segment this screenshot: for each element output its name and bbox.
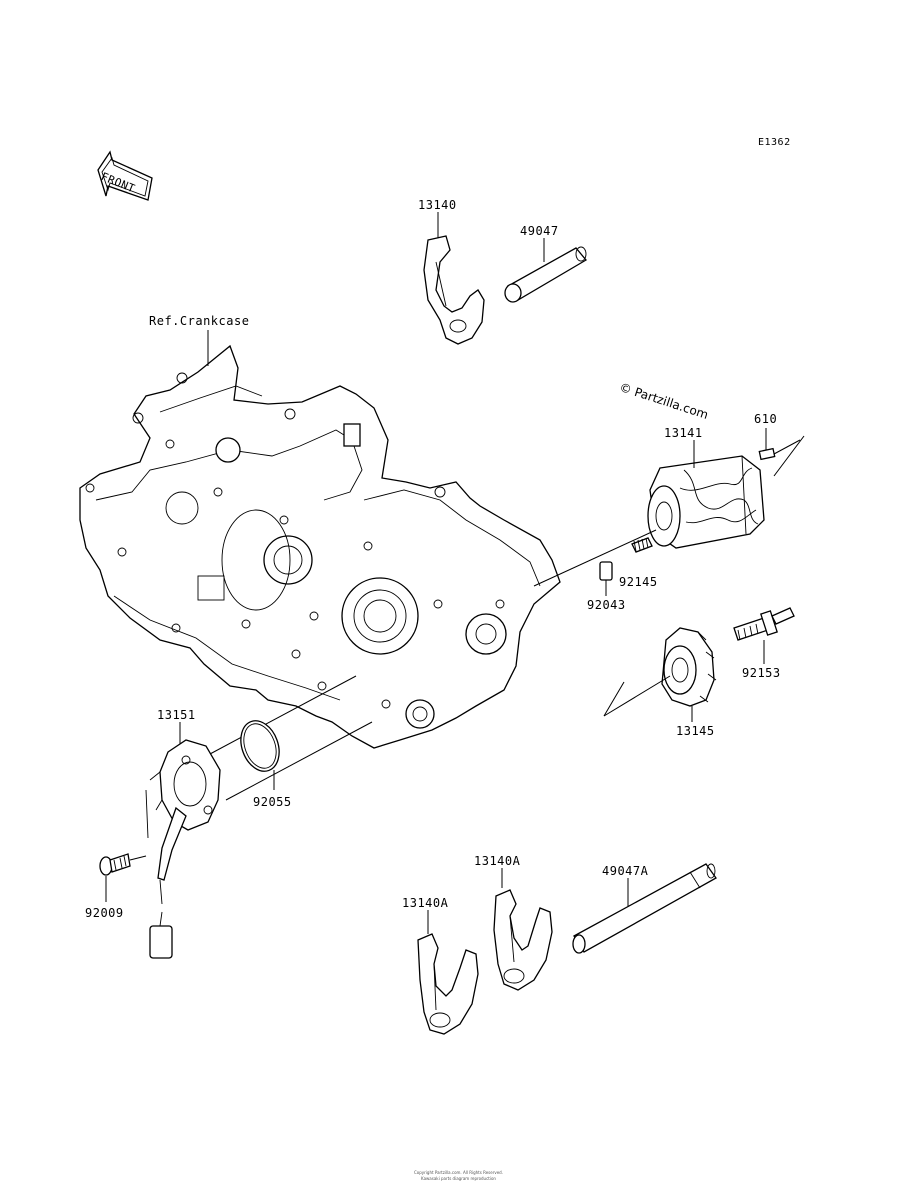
diagram-code: E1362	[758, 137, 791, 148]
shaft-49047A	[572, 863, 717, 954]
cover-13151	[145, 739, 221, 959]
o-ring-92055	[240, 720, 280, 772]
shift-drum-13141	[647, 455, 765, 549]
label-92043: 92043	[587, 598, 626, 612]
label-13141: 13141	[664, 426, 703, 440]
label-13140: 13140	[418, 198, 457, 212]
bolt-92153	[733, 607, 795, 641]
ref-crankcase-label: Ref.Crankcase	[149, 314, 250, 328]
label-610: 610	[754, 412, 778, 426]
shift-fork-13140	[423, 235, 485, 345]
front-arrow-icon	[97, 150, 153, 201]
label-13140A-top: 13140A	[474, 854, 521, 868]
pin-92043	[599, 561, 613, 581]
bolt-92009	[99, 853, 131, 876]
label-92145: 92145	[619, 575, 658, 589]
pin-610	[758, 447, 776, 461]
footer-line-2: Kawasaki parts diagram reproduction	[421, 1176, 496, 1181]
shift-fork-13140A-right	[493, 889, 553, 991]
label-13140A-left: 13140A	[402, 896, 449, 910]
label-13145: 13145	[676, 724, 715, 738]
label-92009: 92009	[85, 906, 124, 920]
label-13151: 13151	[157, 708, 196, 722]
label-92055: 92055	[253, 795, 292, 809]
label-49047: 49047	[520, 224, 559, 238]
label-92153: 92153	[742, 666, 781, 680]
drum-cam-13145	[661, 627, 717, 707]
footer-line-1: Copyright Partzilla.com. All Rights Rese…	[414, 1170, 503, 1175]
shaft-49047	[504, 246, 587, 303]
shift-fork-13140A-left	[417, 933, 479, 1035]
spring-92145	[631, 537, 653, 553]
crankcase-reference	[79, 344, 561, 749]
label-49047A: 49047A	[602, 864, 649, 878]
